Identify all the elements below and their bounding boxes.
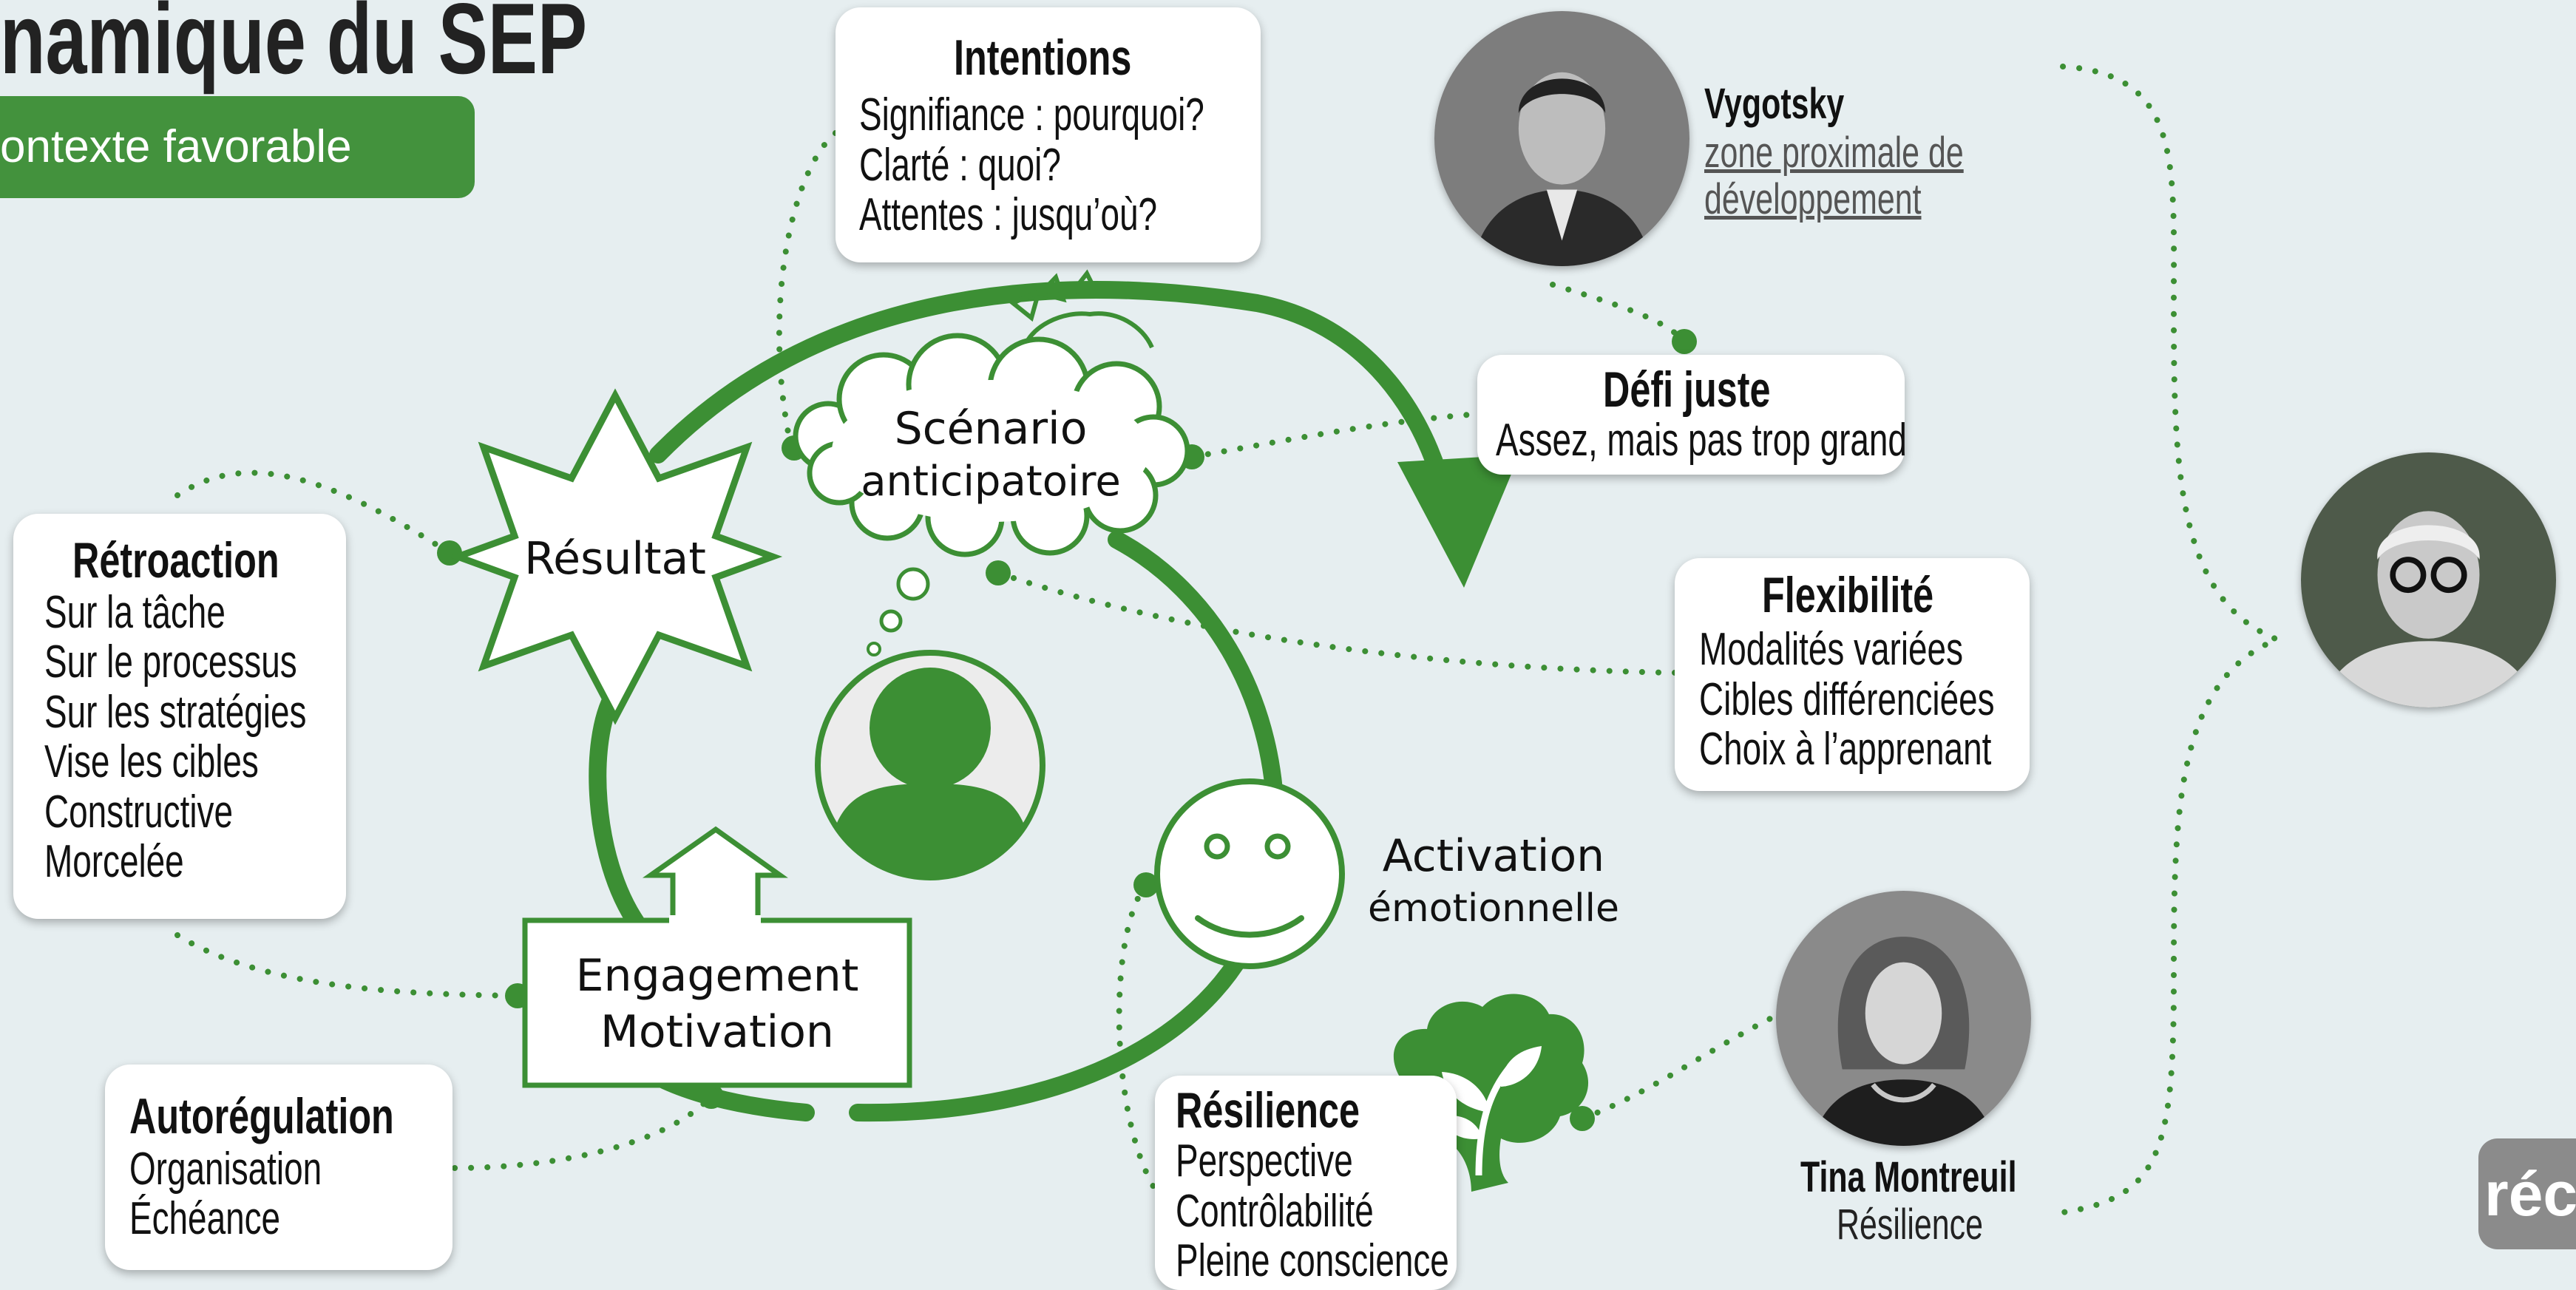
connector-intentions-scenario — [776, 130, 838, 450]
person-icon — [815, 650, 1045, 880]
intentions-card: Intentions Signifiance : pourquoi? Clart… — [835, 7, 1261, 262]
connector-retroaction-resultat — [174, 469, 453, 556]
smiley-icon — [1154, 778, 1345, 969]
intentions-line-2: Clarté : quoi? — [859, 140, 1061, 191]
flexibilite-line-3: Choix à l’apprenant — [1699, 724, 1992, 775]
connector-brain-montreuil — [1579, 1014, 1777, 1121]
reci-logo: réci — [2478, 1138, 2576, 1249]
resilience-card: Résilience Perspective Contrôlabilité Pl… — [1155, 1076, 1457, 1290]
engagement-box — [522, 917, 912, 1088]
autoregulation-line-2: Échéance — [129, 1193, 281, 1244]
engagement-label-1: Engagement — [576, 950, 859, 1002]
activation-label-1: Activation — [1383, 830, 1604, 882]
activation-label-2: émotionnelle — [1368, 886, 1619, 931]
autoregulation-title: Autorégulation — [129, 1088, 394, 1144]
connector-autoregulation-engagement — [452, 1093, 714, 1171]
retroaction-card: Rétroaction Sur la tâche Sur le processu… — [13, 514, 346, 919]
scenario-label-2: anticipatoire — [861, 458, 1121, 506]
retroaction-line-2: Sur le processus — [44, 636, 297, 688]
flexibilite-title: Flexibilité — [1762, 567, 1934, 623]
flexibilite-line-1: Modalités variées — [1699, 624, 1964, 675]
retroaction-line-3: Sur les stratégies — [44, 687, 307, 738]
montreuil-concept: Résilience — [1837, 1201, 1984, 1249]
defi-line-1: Assez, mais pas trop grand — [1496, 415, 1907, 466]
scenario-rays — [1009, 269, 1154, 354]
bendura-portrait — [2301, 452, 2556, 707]
connector-retroaction-engagement — [174, 932, 521, 999]
autoregulation-card: Autorégulation Organisation Échéance — [105, 1065, 453, 1270]
intentions-title: Intentions — [954, 30, 1132, 86]
retroaction-line-6: Morcelée — [44, 836, 184, 887]
vygotsky-concept-line-2[interactable]: développement — [1704, 175, 1922, 223]
retroaction-line-4: Vise les cibles — [44, 736, 259, 787]
cycle-arrowhead — [1397, 455, 1519, 588]
context-badge: ontexte favorable — [0, 96, 475, 198]
scenario-label-1: Scénario — [895, 403, 1088, 455]
resilience-line-1: Perspective — [1176, 1135, 1353, 1187]
defi-juste-card: Défi juste Assez, mais pas trop grand — [1477, 355, 1907, 475]
connector-scenario-defi — [1189, 411, 1482, 460]
brain-plant-icon — [1393, 994, 1589, 1192]
vygotsky-portrait — [1434, 11, 1689, 266]
flexibilite-card: Flexibilité Modalités variées Cibles dif… — [1675, 558, 2030, 791]
vygotsky-name: Vygotsky — [1704, 80, 1845, 128]
engagement-label-2: Motivation — [600, 1006, 834, 1058]
montreuil-name: Tina Montreuil — [1800, 1153, 2017, 1201]
montreuil-portrait — [1776, 891, 2031, 1146]
star-burst-icon — [447, 388, 783, 725]
vygotsky-concept-line-1[interactable]: zone proximale de — [1704, 129, 1964, 177]
flexibilite-line-2: Cibles différenciées — [1699, 674, 1995, 725]
connector-vygotsky-defi — [1550, 282, 1687, 344]
retroaction-title: Rétroaction — [72, 532, 279, 588]
resilience-line-2: Contrôlabilité — [1176, 1186, 1374, 1237]
result-label: Résultat — [524, 533, 706, 585]
connector-people-bracket — [2060, 64, 2285, 1215]
cycle-arc-top — [649, 281, 1458, 526]
page-title: namique du SEP — [0, 0, 588, 95]
retroaction-line-1: Sur la tâche — [44, 587, 226, 638]
defi-title: Défi juste — [1603, 361, 1771, 418]
autoregulation-line-1: Organisation — [129, 1144, 322, 1195]
resilience-line-3: Pleine conscience — [1176, 1235, 1449, 1286]
intentions-line-1: Signifiance : pourquoi? — [859, 89, 1204, 140]
cycle-arc-left — [589, 686, 646, 933]
retroaction-line-5: Constructive — [44, 787, 233, 838]
connector-scenario-flexibilite — [995, 570, 1678, 676]
up-arrow-icon — [642, 826, 788, 923]
intentions-line-3: Attentes : jusqu’où? — [859, 189, 1157, 240]
resilience-title: Résilience — [1176, 1082, 1360, 1138]
